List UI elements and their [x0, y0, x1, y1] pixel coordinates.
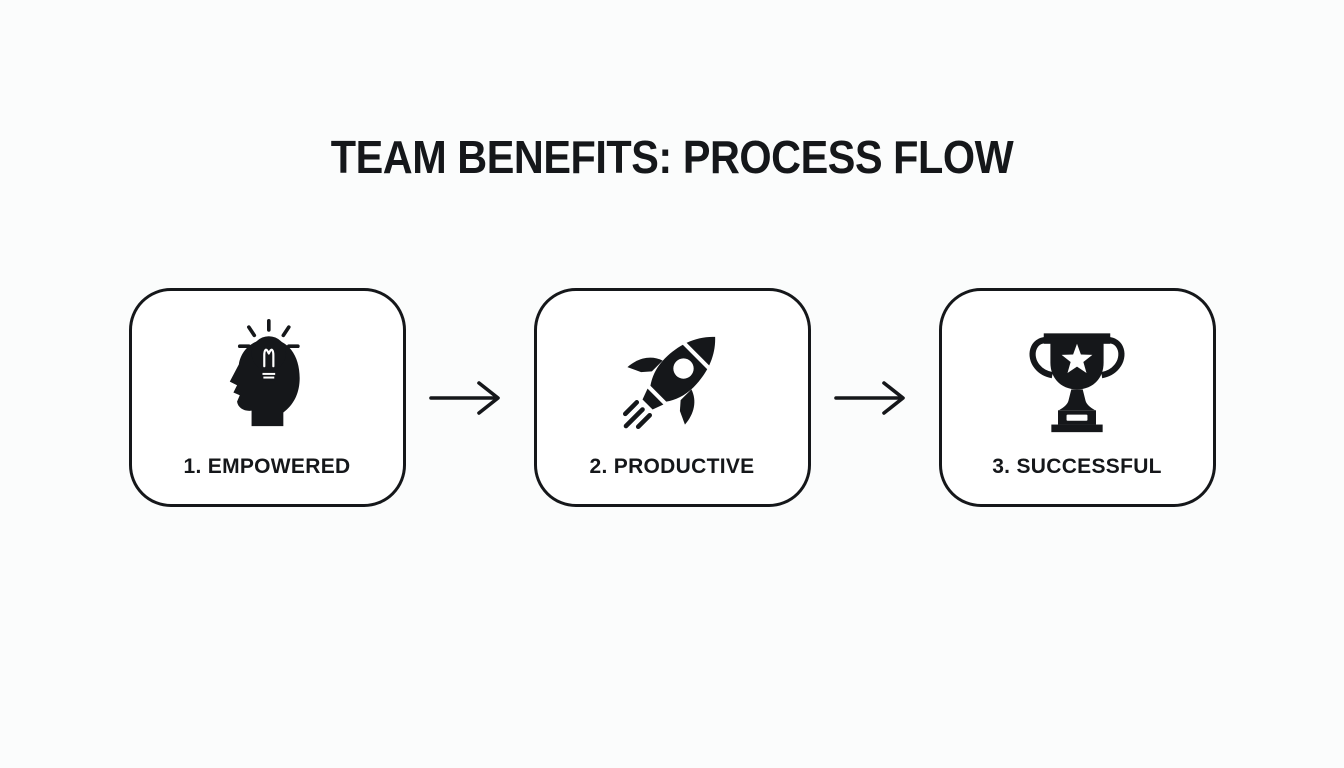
rocket-icon — [611, 316, 733, 440]
flow-node-label: 3. SUCCESSFUL — [992, 455, 1162, 478]
flow-node-empowered: 1. EMPOWERED — [128, 288, 406, 507]
flow-node-productive: 2. PRODUCTIVE — [533, 288, 811, 507]
flow-node-label: 1. EMPOWERED — [183, 455, 351, 478]
arrow-right-icon — [833, 376, 917, 420]
flow-node-successful: 3. SUCCESSFUL — [938, 288, 1216, 507]
process-flow: 1. EMPOWERED — [0, 288, 1344, 507]
trophy-icon — [1020, 316, 1134, 440]
diagram-title: TEAM BENEFITS: PROCESS FLOW — [330, 131, 1014, 183]
arrow-right-icon — [428, 376, 512, 420]
idea-head-icon — [217, 316, 317, 440]
flow-node-label: 2. PRODUCTIVE — [589, 455, 755, 478]
